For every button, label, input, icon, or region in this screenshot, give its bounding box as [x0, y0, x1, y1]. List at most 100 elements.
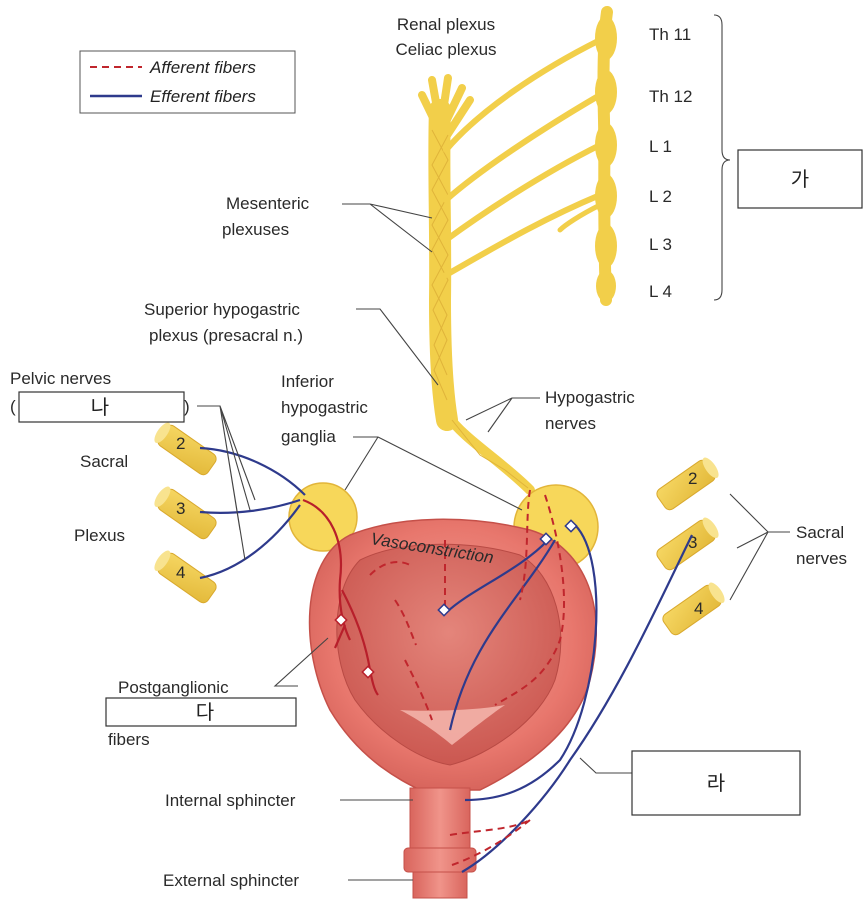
label-hypogastric: hypogastric	[281, 398, 368, 417]
label-fibers: fibers	[108, 730, 150, 749]
bracket-spinal	[713, 14, 731, 301]
ganglion-l1	[595, 123, 617, 167]
synapse-marker-1	[334, 613, 348, 627]
aff-right-2	[519, 489, 531, 601]
eff-sacral2-left	[199, 446, 306, 496]
ramus-th12	[443, 92, 603, 203]
eff-sacral3-left	[199, 498, 301, 514]
aff-left-low	[404, 659, 433, 721]
sacral-stub-left-3	[154, 486, 217, 540]
bladder	[308, 518, 597, 899]
eff-right-to-internal-sphincter	[464, 524, 598, 802]
eff-sacral-right-pudendal	[461, 534, 693, 873]
synapse-marker-2	[361, 665, 375, 679]
label-ganglia: ganglia	[281, 427, 336, 446]
aff-urethra-1	[449, 819, 531, 836]
label-presacral: plexus (presacral n.)	[149, 326, 303, 345]
leader-lines	[197, 14, 790, 881]
label-renal-plexus: Renal plexus	[397, 15, 495, 34]
sacral-stub-right-4	[662, 582, 725, 636]
lead-box-ra	[579, 757, 632, 774]
plexus-net-lines-2	[431, 134, 449, 376]
aff-right-1	[494, 494, 565, 706]
lead-sacral-nerves	[729, 493, 790, 601]
box-ga-text: 가	[791, 167, 809, 191]
aff-left-top	[369, 561, 411, 576]
segment-l3: L 3	[649, 235, 672, 254]
segment-th12: Th 12	[649, 87, 692, 106]
sacral-right-num-2: 2	[688, 469, 697, 488]
label-postganglionic: Postganglionic	[118, 678, 229, 697]
legend-frame	[79, 50, 296, 114]
ramus-l2	[443, 192, 603, 278]
segment-th11: Th 11	[649, 25, 691, 44]
bladder-lumen	[336, 543, 562, 766]
box-ra[interactable]	[631, 750, 801, 816]
ramus-l2-extra	[557, 202, 603, 233]
box-na-text: 나	[91, 395, 109, 419]
box-ga[interactable]	[737, 149, 863, 209]
box-ra-text: 라	[707, 771, 725, 795]
sympathetic-chain	[595, 6, 617, 306]
label-plexus-left: Plexus	[74, 526, 125, 545]
postganglionic-left-3	[333, 624, 347, 649]
hypogastric-net	[451, 419, 529, 489]
box-na[interactable]	[18, 391, 185, 423]
label-hypogastric-nerves-2: nerves	[545, 414, 596, 433]
sacral-stubs-right: 2 3 4	[656, 457, 725, 636]
efferent-fibers	[199, 446, 693, 873]
hypogastric-nerve-right	[442, 410, 535, 495]
label-celiac-plexus: Celiac plexus	[395, 40, 496, 59]
legend: Afferent fibers Efferent fibers	[79, 50, 296, 114]
legend-afferent-label: Afferent fibers	[149, 58, 256, 77]
plexus-net-lines	[431, 129, 449, 401]
lead-mesenteric	[342, 203, 433, 253]
pelvic-paren-close: )	[184, 397, 190, 416]
lead-superior-hypogastric	[356, 308, 439, 386]
aff-left-mid	[394, 599, 417, 646]
hypogastric-nerves	[442, 410, 535, 495]
urethra-upper	[409, 787, 471, 849]
eff-sacral4-left	[199, 504, 301, 580]
answer-boxes: 가 나 다 라	[18, 149, 863, 816]
segment-l1: L 1	[649, 137, 672, 156]
lead-postganglionic	[273, 637, 329, 687]
legend-efferent-label: Efferent fibers	[150, 87, 256, 106]
splanchnic-rami	[443, 37, 603, 278]
ganglion-l3	[595, 224, 617, 268]
pelvic-paren-open: (	[10, 397, 16, 416]
label-inferior: Inferior	[281, 372, 334, 391]
synapse-marker-4	[539, 532, 553, 546]
sacral-left-num-4: 4	[176, 563, 185, 582]
bladder-trigone	[400, 705, 505, 745]
label-plexuses: plexuses	[222, 220, 289, 239]
ganglion-l4	[596, 270, 616, 302]
box-da-text: 다	[196, 700, 214, 724]
label-hypogastric-nerves: Hypogastric	[545, 388, 635, 407]
box-da[interactable]	[105, 697, 297, 727]
label-sacral-nerves-2: nerves	[796, 549, 847, 568]
label-internal-sphincter: Internal sphincter	[165, 791, 296, 810]
sacral-stub-left-4	[154, 550, 217, 604]
sacral-right-num-3: 3	[688, 533, 697, 552]
label-sacral-nerves: Sacral	[796, 523, 844, 542]
lead-hypogastric	[465, 397, 540, 433]
label-superior-hypogastric: Superior hypogastric	[144, 300, 300, 319]
plexus-column	[418, 74, 474, 431]
ramus-l1	[443, 142, 603, 243]
synapse-markers	[334, 519, 578, 679]
urethra-lower	[412, 871, 468, 899]
inferior-hypogastric-ganglion-left	[288, 482, 358, 552]
sacral-right-num-4: 4	[694, 599, 703, 618]
plexus-column-main	[428, 99, 458, 431]
label-mesenteric: Mesenteric	[226, 194, 310, 213]
sacral-stubs-left: 2 3 4	[154, 422, 217, 604]
lead-inferior-ganglia	[344, 436, 523, 511]
ganglion-th11	[595, 16, 617, 60]
sacral-left-num-3: 3	[176, 499, 185, 518]
label-pelvic-nerves: Pelvic nerves	[10, 369, 111, 388]
synapse-marker-3	[437, 603, 451, 617]
segment-l2: L 2	[649, 187, 672, 206]
plexus-top-branches	[418, 74, 474, 144]
